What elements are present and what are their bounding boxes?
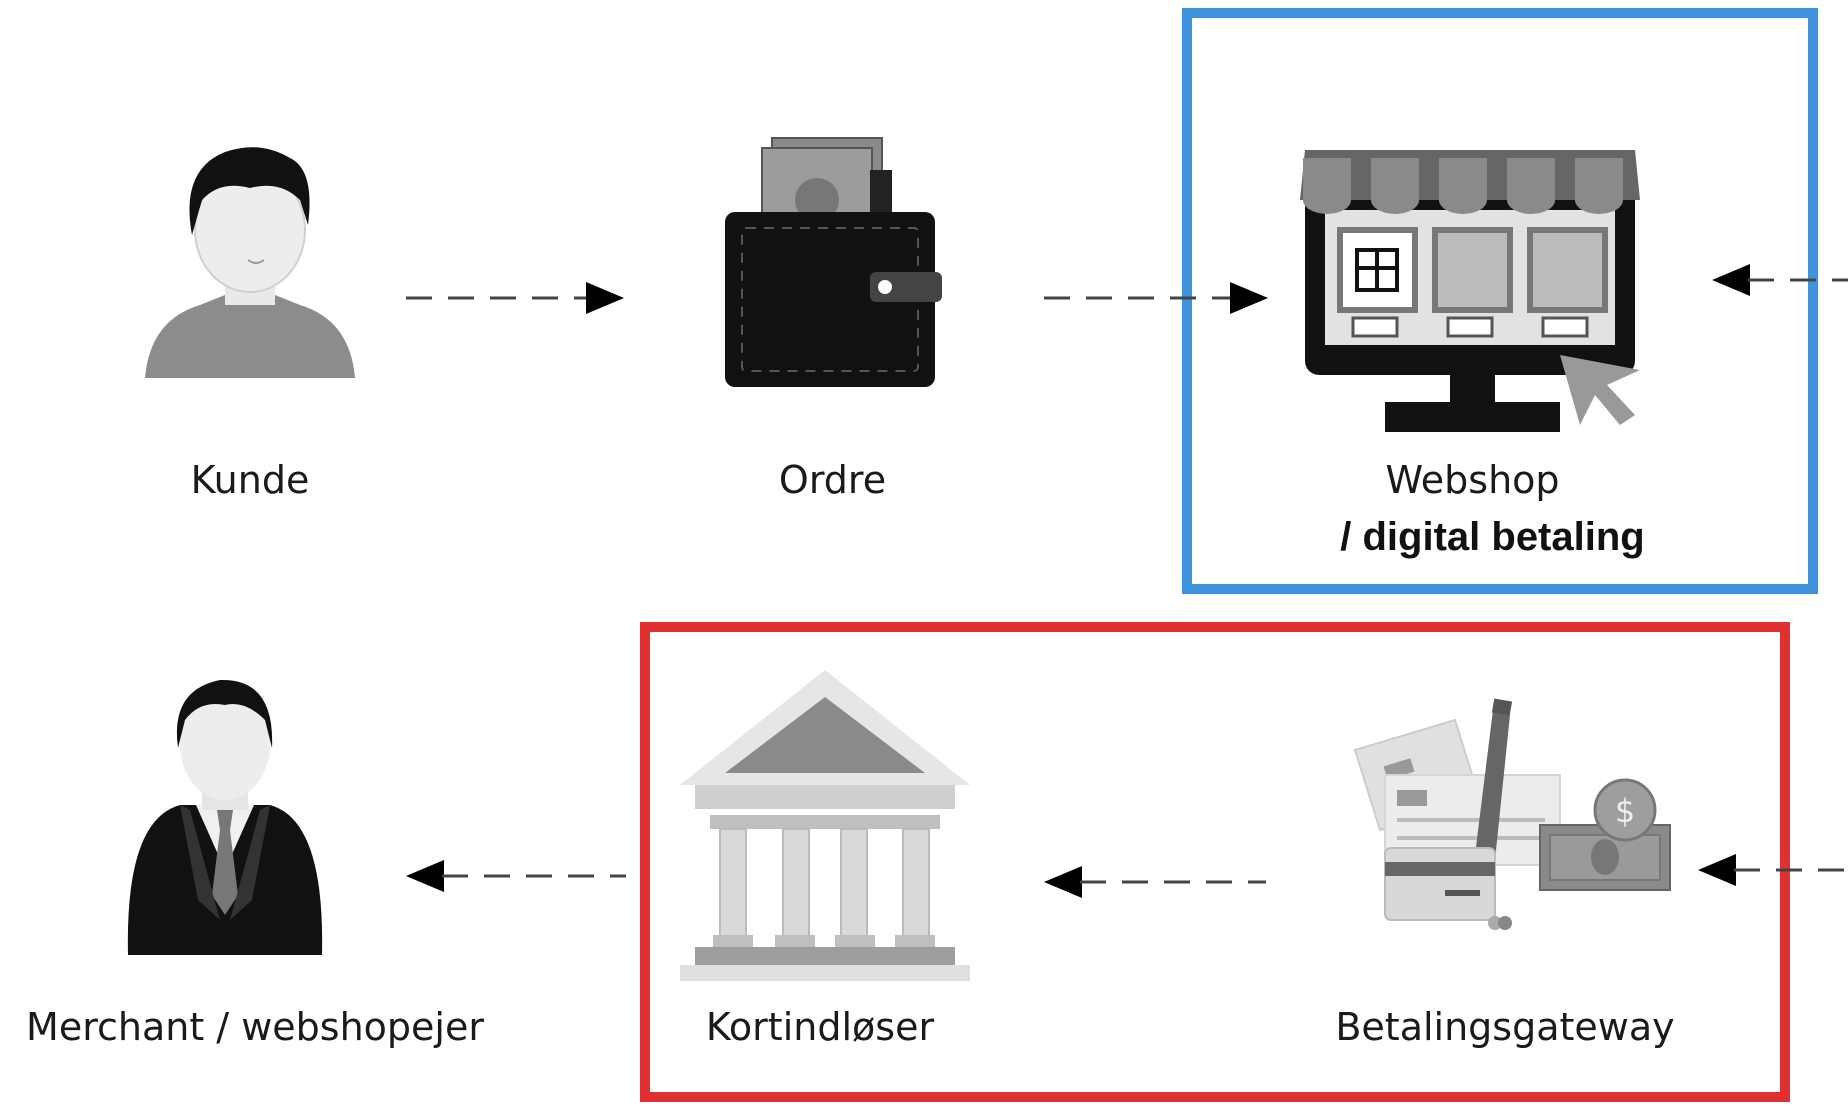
arrow-kunde-to-ordre	[406, 282, 624, 314]
webshop-monitor-icon	[1300, 150, 1640, 432]
arrow-incoming-to-gateway	[1698, 854, 1848, 886]
svg-text:$: $	[1615, 792, 1635, 830]
person-icon	[145, 147, 355, 378]
ordre-label: Ordre	[778, 458, 887, 502]
payment-methods-icon: $	[1353, 698, 1671, 930]
webshop-highlight-box	[1182, 8, 1818, 594]
acquirer-gateway-highlight-box	[640, 622, 1790, 1102]
webshop-sublabel: / digital betaling	[1340, 515, 1645, 559]
arrow-kortindloser-to-merchant	[406, 860, 626, 892]
bank-icon	[680, 670, 970, 981]
arrow-ordre-to-webshop	[1044, 282, 1268, 314]
arrow-gateway-to-kortindloser	[1044, 866, 1266, 898]
merchant-label: Merchant / webshopejer	[26, 1005, 484, 1049]
kunde-label: Kunde	[190, 458, 310, 502]
webshop-label: Webshop	[1385, 458, 1560, 502]
businessman-icon	[127, 679, 323, 955]
kortindloser-label: Kortindløser	[705, 1005, 935, 1049]
betalingsgateway-label: Betalingsgateway	[1335, 1005, 1675, 1049]
arrow-incoming-to-webshop	[1712, 264, 1848, 296]
wallet-icon	[725, 137, 942, 387]
